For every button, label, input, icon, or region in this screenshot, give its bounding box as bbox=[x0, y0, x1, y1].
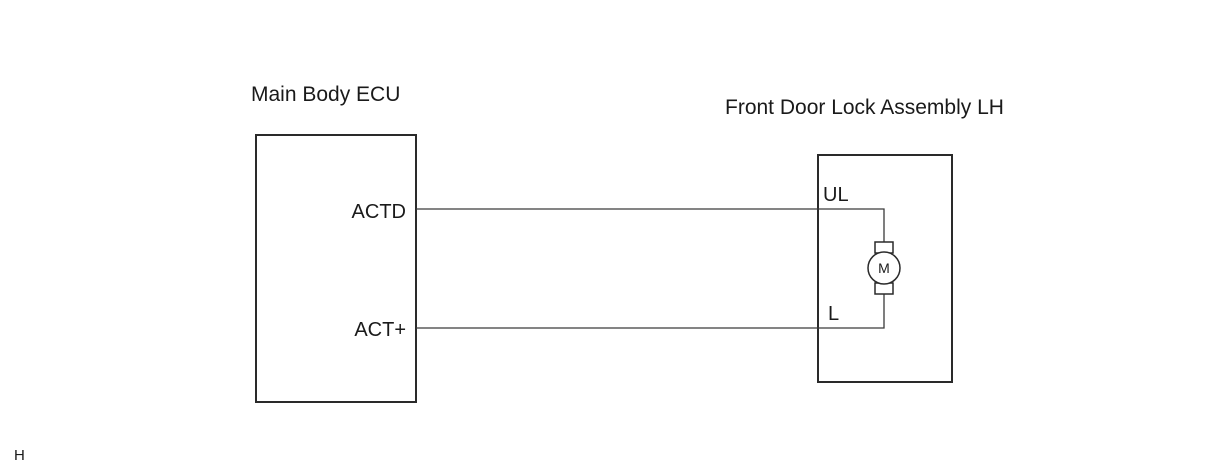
corner-label: H bbox=[14, 447, 25, 464]
door-lock-pin-ul: UL bbox=[823, 184, 849, 206]
motor-letter: M bbox=[878, 260, 890, 276]
ecu-pin-actd: ACTD bbox=[352, 201, 406, 223]
door-lock-box bbox=[817, 154, 953, 383]
wire-actd-ul bbox=[416, 208, 885, 242]
motor-symbol: M bbox=[867, 241, 901, 295]
door-lock-pin-l: L bbox=[828, 303, 839, 325]
motor-circle bbox=[867, 251, 901, 285]
ecu-label: Main Body ECU bbox=[251, 83, 400, 106]
ecu-box bbox=[255, 134, 417, 403]
ecu-pin-act-plus: ACT+ bbox=[354, 319, 406, 341]
wire-act-plus-l bbox=[416, 294, 885, 329]
door-lock-label: Front Door Lock Assembly LH bbox=[725, 96, 1004, 119]
